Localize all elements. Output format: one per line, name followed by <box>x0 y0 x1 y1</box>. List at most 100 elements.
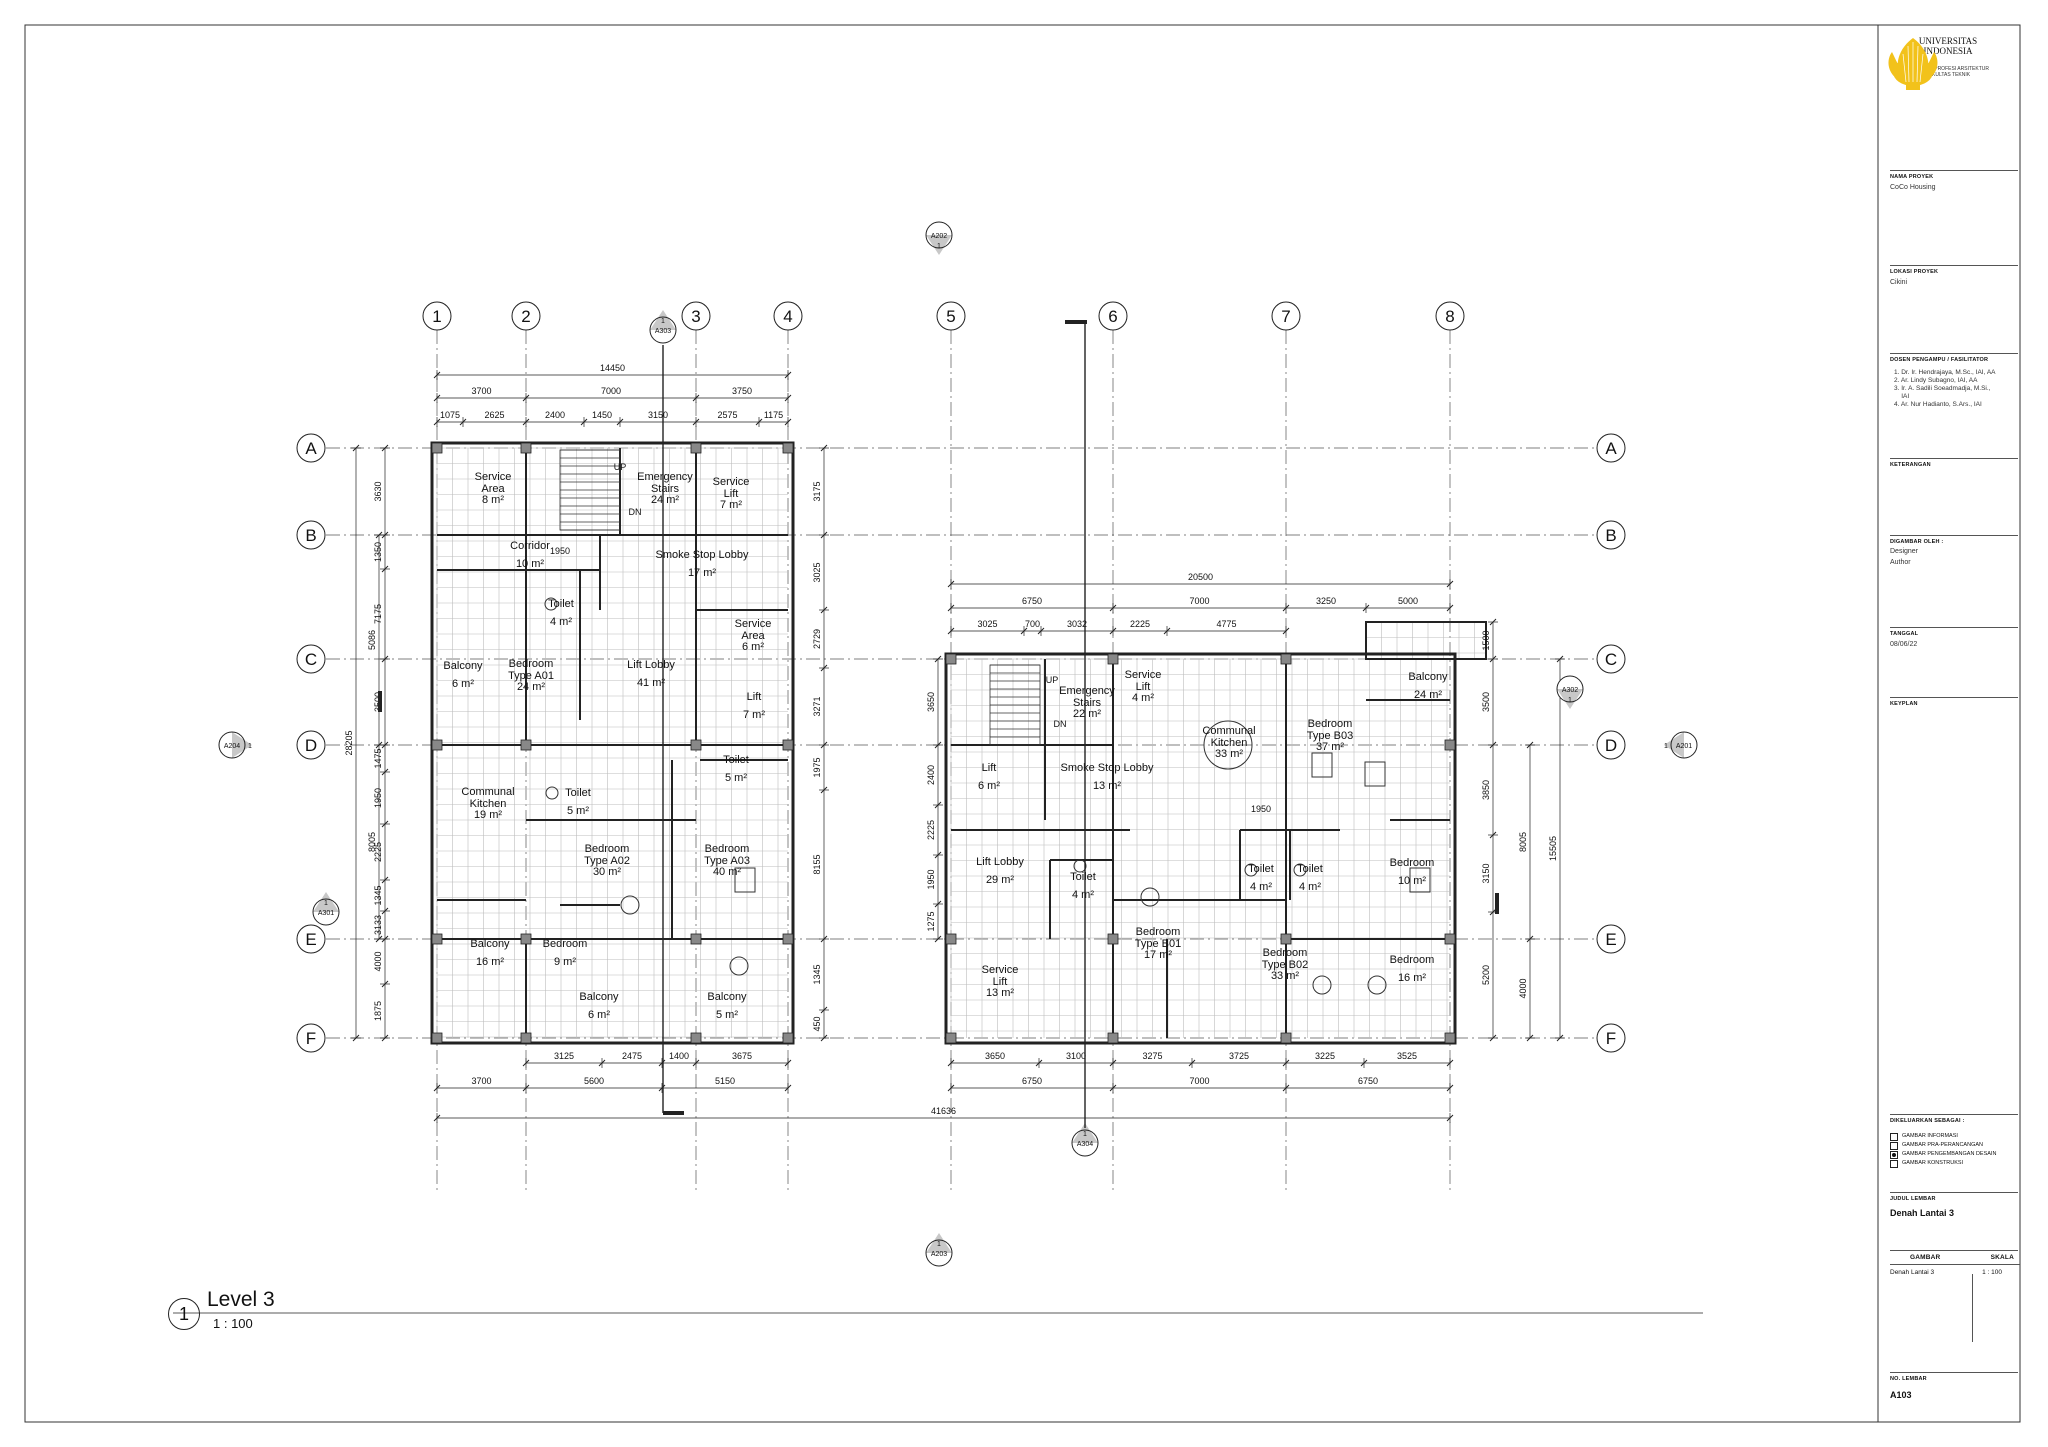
dim-right-tier3-label: 3150 <box>1481 863 1491 883</box>
section-marker <box>649 310 677 344</box>
dim-bottom-tier1-label: 3650 <box>985 1051 1005 1061</box>
grid-label: A <box>305 439 317 458</box>
issued-as-label: DIKELUARKAN SEBAGAI : <box>1890 1118 1965 1124</box>
room-area: 4 m² <box>1299 881 1321 893</box>
room-area: 17 m² <box>1144 949 1172 961</box>
dim-right-tier2-label: 4000 <box>1518 978 1528 998</box>
stair-outline <box>989 664 1041 746</box>
dim-tick <box>433 394 441 402</box>
toilet-fixture <box>1073 859 1087 873</box>
lecturer-item: 4. Ar. Nur Hadianto, S.Ars., IAI <box>1894 401 1982 408</box>
grid-label: C <box>1605 650 1617 669</box>
dim-tick <box>947 604 955 612</box>
grid-bubble <box>936 301 966 331</box>
dim-left-tier2-label: 8005 <box>367 832 377 852</box>
divider <box>1890 1114 2018 1115</box>
grid-label: C <box>305 650 317 669</box>
title-block: UNIVERSITAS INDONESIA PROGRAM PROFESI AR… <box>1878 24 2020 1422</box>
dim-top-tier3-label: 1075 <box>440 410 460 420</box>
location-label: LOKASI PROYEK <box>1890 269 1939 275</box>
dim-tick <box>381 444 389 452</box>
structural-column <box>1280 653 1292 665</box>
dim-left-tier3-label: 3630 <box>373 481 383 501</box>
drawing-scale-header: GAMBAR SKALA <box>1890 1254 2020 1261</box>
structural-column <box>1107 933 1119 945</box>
structural-column <box>782 442 794 454</box>
toilet-fixture <box>1244 863 1258 877</box>
room-name: Lift <box>982 762 997 774</box>
dim-tick <box>616 418 624 426</box>
dim-bottom-tier1-label: 3725 <box>1229 1051 1249 1061</box>
lecturers-list: 1. Dr. Ir. Hendrajaya, M.Sc., IAI, AA 2.… <box>1890 369 2020 409</box>
section-marker-arrow <box>1557 689 1583 709</box>
dim-right-tier3-label: 3025 <box>977 619 997 629</box>
dim-tick <box>352 1034 360 1042</box>
dim-right-tier3-label: 2225 <box>1130 619 1150 629</box>
bed-furniture <box>1311 752 1333 778</box>
structural-column <box>690 739 702 751</box>
keyplan-label: KEYPLAN <box>1890 701 1918 707</box>
section-marker-number: 1 <box>1083 1131 1087 1138</box>
structural-column <box>1280 933 1292 945</box>
dim-tick <box>934 935 942 943</box>
dim-tick <box>934 741 942 749</box>
bed-furniture <box>1364 761 1386 787</box>
bed-furniture <box>734 867 756 893</box>
grid-bubble <box>1596 730 1626 760</box>
room-area: 13 m² <box>1093 780 1121 792</box>
dim-tick <box>820 1034 828 1042</box>
divider <box>1890 1192 2018 1193</box>
university-logo-icon <box>1888 38 1938 90</box>
round-table <box>1203 720 1253 770</box>
dim-bottom-tier2-label: 5600 <box>584 1076 604 1086</box>
issued-as-section: DIKELUARKAN SEBAGAI : GAMBAR INFORMASI G… <box>1890 1118 2020 1168</box>
drawn-by-label: DIGAMBAR OLEH : <box>1890 539 1944 545</box>
dim-left-inner-label: 450 <box>812 1016 822 1031</box>
dim-bottom-tier1-label: 2475 <box>622 1051 642 1061</box>
dim-tick <box>947 1059 955 1067</box>
dim-left-overall-label: 28205 <box>344 730 354 755</box>
grid-bubble <box>681 301 711 331</box>
grid-label: 1 <box>432 307 441 326</box>
structural-column <box>690 933 702 945</box>
structural-column <box>1280 1032 1292 1044</box>
divider <box>1890 353 2018 354</box>
dim-tick <box>1446 580 1454 588</box>
section-marker-number: 1 <box>1664 743 1668 750</box>
dim-tick <box>381 820 389 828</box>
section-marker-arrow <box>926 235 952 255</box>
room-area: 41 m² <box>637 677 665 689</box>
dim-left-tier3-label: 1950 <box>373 788 383 808</box>
dim-tick <box>433 1114 441 1122</box>
structural-column <box>1444 933 1456 945</box>
checkbox-icon <box>1890 1133 1898 1141</box>
room-name: Smoke Stop Lobby <box>656 549 749 561</box>
grid-bubble <box>1596 433 1626 463</box>
dim-bottom-tier1-label: 3225 <box>1315 1051 1335 1061</box>
dim-right-tier3-label: 3850 <box>1481 780 1491 800</box>
grid-bubble <box>296 433 326 463</box>
checkbox-icon <box>1890 1160 1898 1168</box>
dining-table <box>620 895 640 915</box>
dim-tick <box>820 606 828 614</box>
section-marker-arrow <box>926 1233 952 1253</box>
dim-tick <box>947 1084 955 1092</box>
dim-tick <box>1037 627 1045 635</box>
room-area: 6 m² <box>452 678 474 690</box>
section-marker-arrow <box>1664 732 1684 758</box>
lecturers-section: DOSEN PENGAMPU / FASILITATOR 1. Dr. Ir. … <box>1890 357 2020 409</box>
dining-table <box>1367 975 1387 995</box>
dim-tick <box>1489 655 1497 663</box>
project-section: NAMA PROYEK CoCo Housing <box>1890 174 2020 191</box>
dim-tick <box>820 444 828 452</box>
inline-dim: 1950 <box>1251 804 1271 814</box>
bed-furniture <box>1409 867 1431 893</box>
divider <box>1890 170 2018 171</box>
dim-tick <box>352 444 360 452</box>
room-area: 30 m² <box>593 866 621 878</box>
dim-tick <box>1360 1059 1368 1067</box>
checkbox-icon <box>1890 1142 1898 1150</box>
